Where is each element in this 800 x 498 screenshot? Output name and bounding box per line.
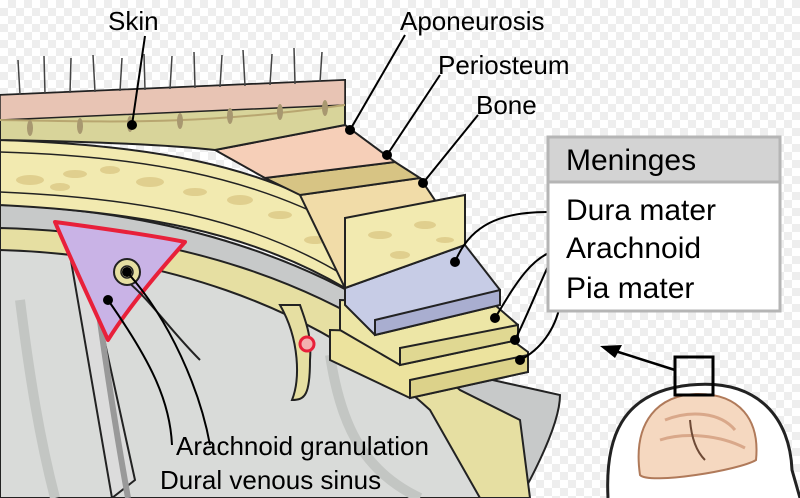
meninges-item-pia-mater: Pia mater [566, 272, 694, 305]
meninges-item-dura-mater: Dura mater [566, 194, 716, 227]
label-skin: Skin [108, 6, 159, 36]
label-arachnoid-granulation: Arachnoid granulation [176, 431, 429, 461]
label-bone: Bone [476, 90, 537, 120]
inset-focus-square [673, 355, 715, 397]
leader-dots [103, 120, 525, 365]
leader-lines [107, 34, 561, 446]
meninges-title: Meninges [566, 144, 696, 177]
label-periosteum: Periosteum [438, 50, 570, 80]
skin-block [0, 47, 346, 152]
inset-head [600, 345, 800, 498]
inset-arrow-icon [600, 345, 622, 358]
label-dural-venous-sinus: Dural venous sinus [160, 465, 381, 495]
meninges-item-arachnoid: Arachnoid [566, 232, 701, 265]
label-aponeurosis: Aponeurosis [400, 6, 545, 36]
meninges-legend-box: Meninges Dura mater Arachnoid Pia mater [546, 135, 782, 313]
